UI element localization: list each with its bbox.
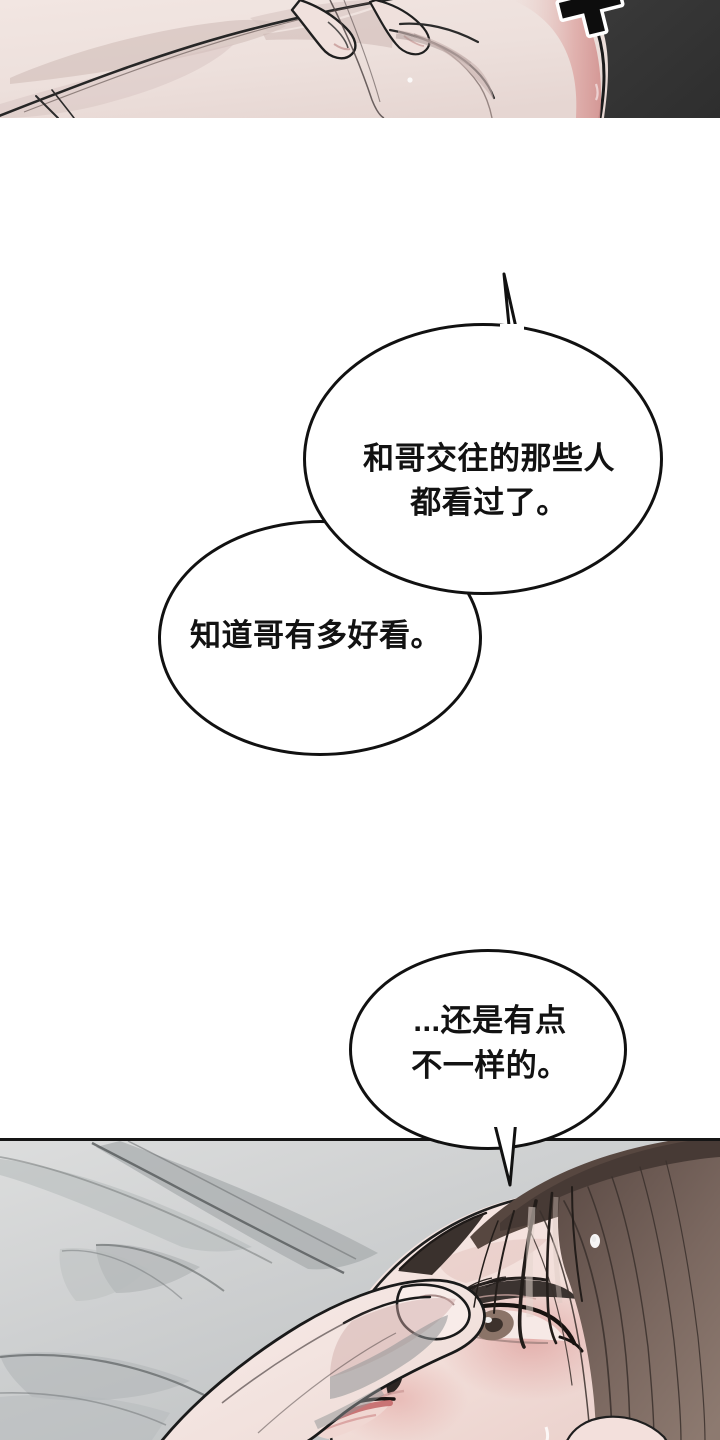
dialogue-gutter: 和哥交往的那些人 都看过了。 知道哥有多好看。 ...还是有点 不一样的。 — [0, 118, 720, 1187]
side-hair — [398, 1215, 484, 1275]
hair — [398, 1141, 720, 1440]
top-panel — [0, 0, 720, 121]
bottom-panel — [0, 1138, 720, 1440]
speech-bubble-1: 和哥交往的那些人 都看过了。 — [303, 323, 663, 595]
blush-shading — [512, 0, 601, 118]
hair-mass — [558, 1157, 720, 1440]
hand-fingers — [290, 0, 357, 60]
speech-bubble-3: ...还是有点 不一样的。 — [349, 949, 627, 1150]
hand — [160, 1278, 486, 1440]
speech-bubble-1-text: 和哥交往的那些人 都看过了。 — [363, 440, 615, 520]
hand-shadow — [330, 1315, 448, 1399]
bottom-panel-artwork — [0, 1141, 720, 1440]
sweat-streak — [594, 83, 599, 101]
x-cross-sticker — [555, 0, 625, 39]
dark-background-wedge — [582, 0, 720, 118]
speech-bubble-2-text: 知道哥有多好看。 — [190, 617, 442, 653]
sweat-streak-lower — [544, 1426, 549, 1440]
speech-bubble-3-text: ...还是有点 不一样的。 — [411, 1003, 569, 1083]
top-panel-artwork — [0, 0, 720, 118]
highlight-dot — [407, 77, 413, 83]
eye-highlight — [484, 1317, 492, 1323]
shoulder — [566, 1415, 668, 1440]
